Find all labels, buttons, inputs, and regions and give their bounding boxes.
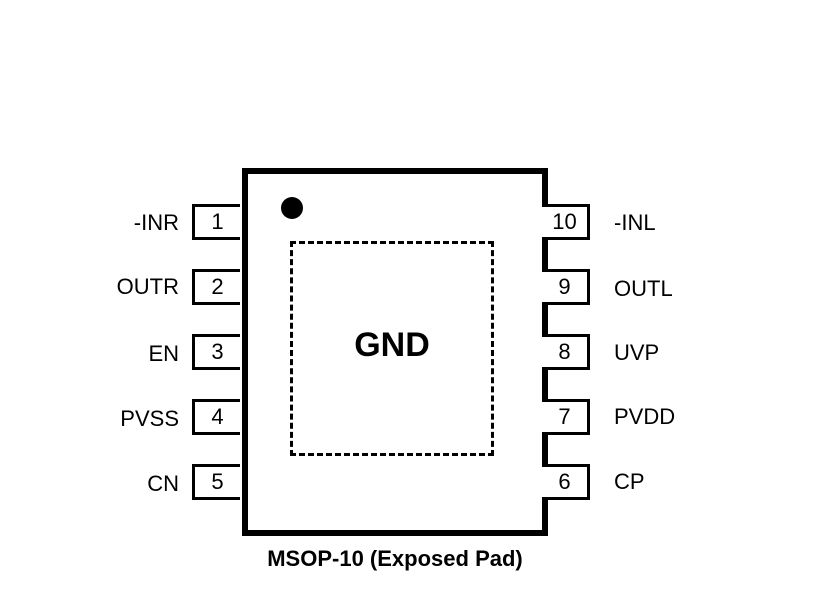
pin-label-7: PVDD [614,404,676,429]
pin-4: 4 [192,399,240,435]
pin1-indicator-dot [281,197,303,219]
pin-number: 8 [558,339,571,364]
pin-2: 2 [192,269,240,305]
pin-9: 9 [542,269,590,305]
exposed-pad-label: GND [354,326,430,364]
pin-number: 4 [211,404,224,429]
pin-3: 3 [192,334,240,370]
pin-label-8: UVP [614,340,660,365]
pin-8: 8 [542,334,590,370]
pin-number: 10 [552,209,577,234]
package-body [242,168,548,536]
pin-number: 3 [211,339,224,364]
pin-label-2: OUTR [116,274,179,299]
pin-label-10: -INL [614,210,656,235]
package-caption: MSOP-10 (Exposed Pad) [267,546,523,571]
pin-number: 6 [558,469,571,494]
pin-label-6: CP [614,469,645,494]
pin-label-5: CN [147,471,179,496]
pin-label-3: EN [148,341,179,366]
pin-10: 10 [542,204,590,240]
pin-1: 1 [192,204,240,240]
pin-number: 5 [211,469,224,494]
pin-number: 9 [558,274,571,299]
pin-7: 7 [542,399,590,435]
pin-label-4: PVSS [120,406,179,431]
pin-6: 6 [542,464,590,500]
pin-label-9: OUTL [614,276,673,301]
pin-number: 2 [211,274,224,299]
pin-label-1: -INR [133,210,179,235]
pin-number: 7 [558,404,571,429]
pin-5: 5 [192,464,240,500]
exposed-pad [290,241,494,456]
pin-number: 1 [211,209,224,234]
